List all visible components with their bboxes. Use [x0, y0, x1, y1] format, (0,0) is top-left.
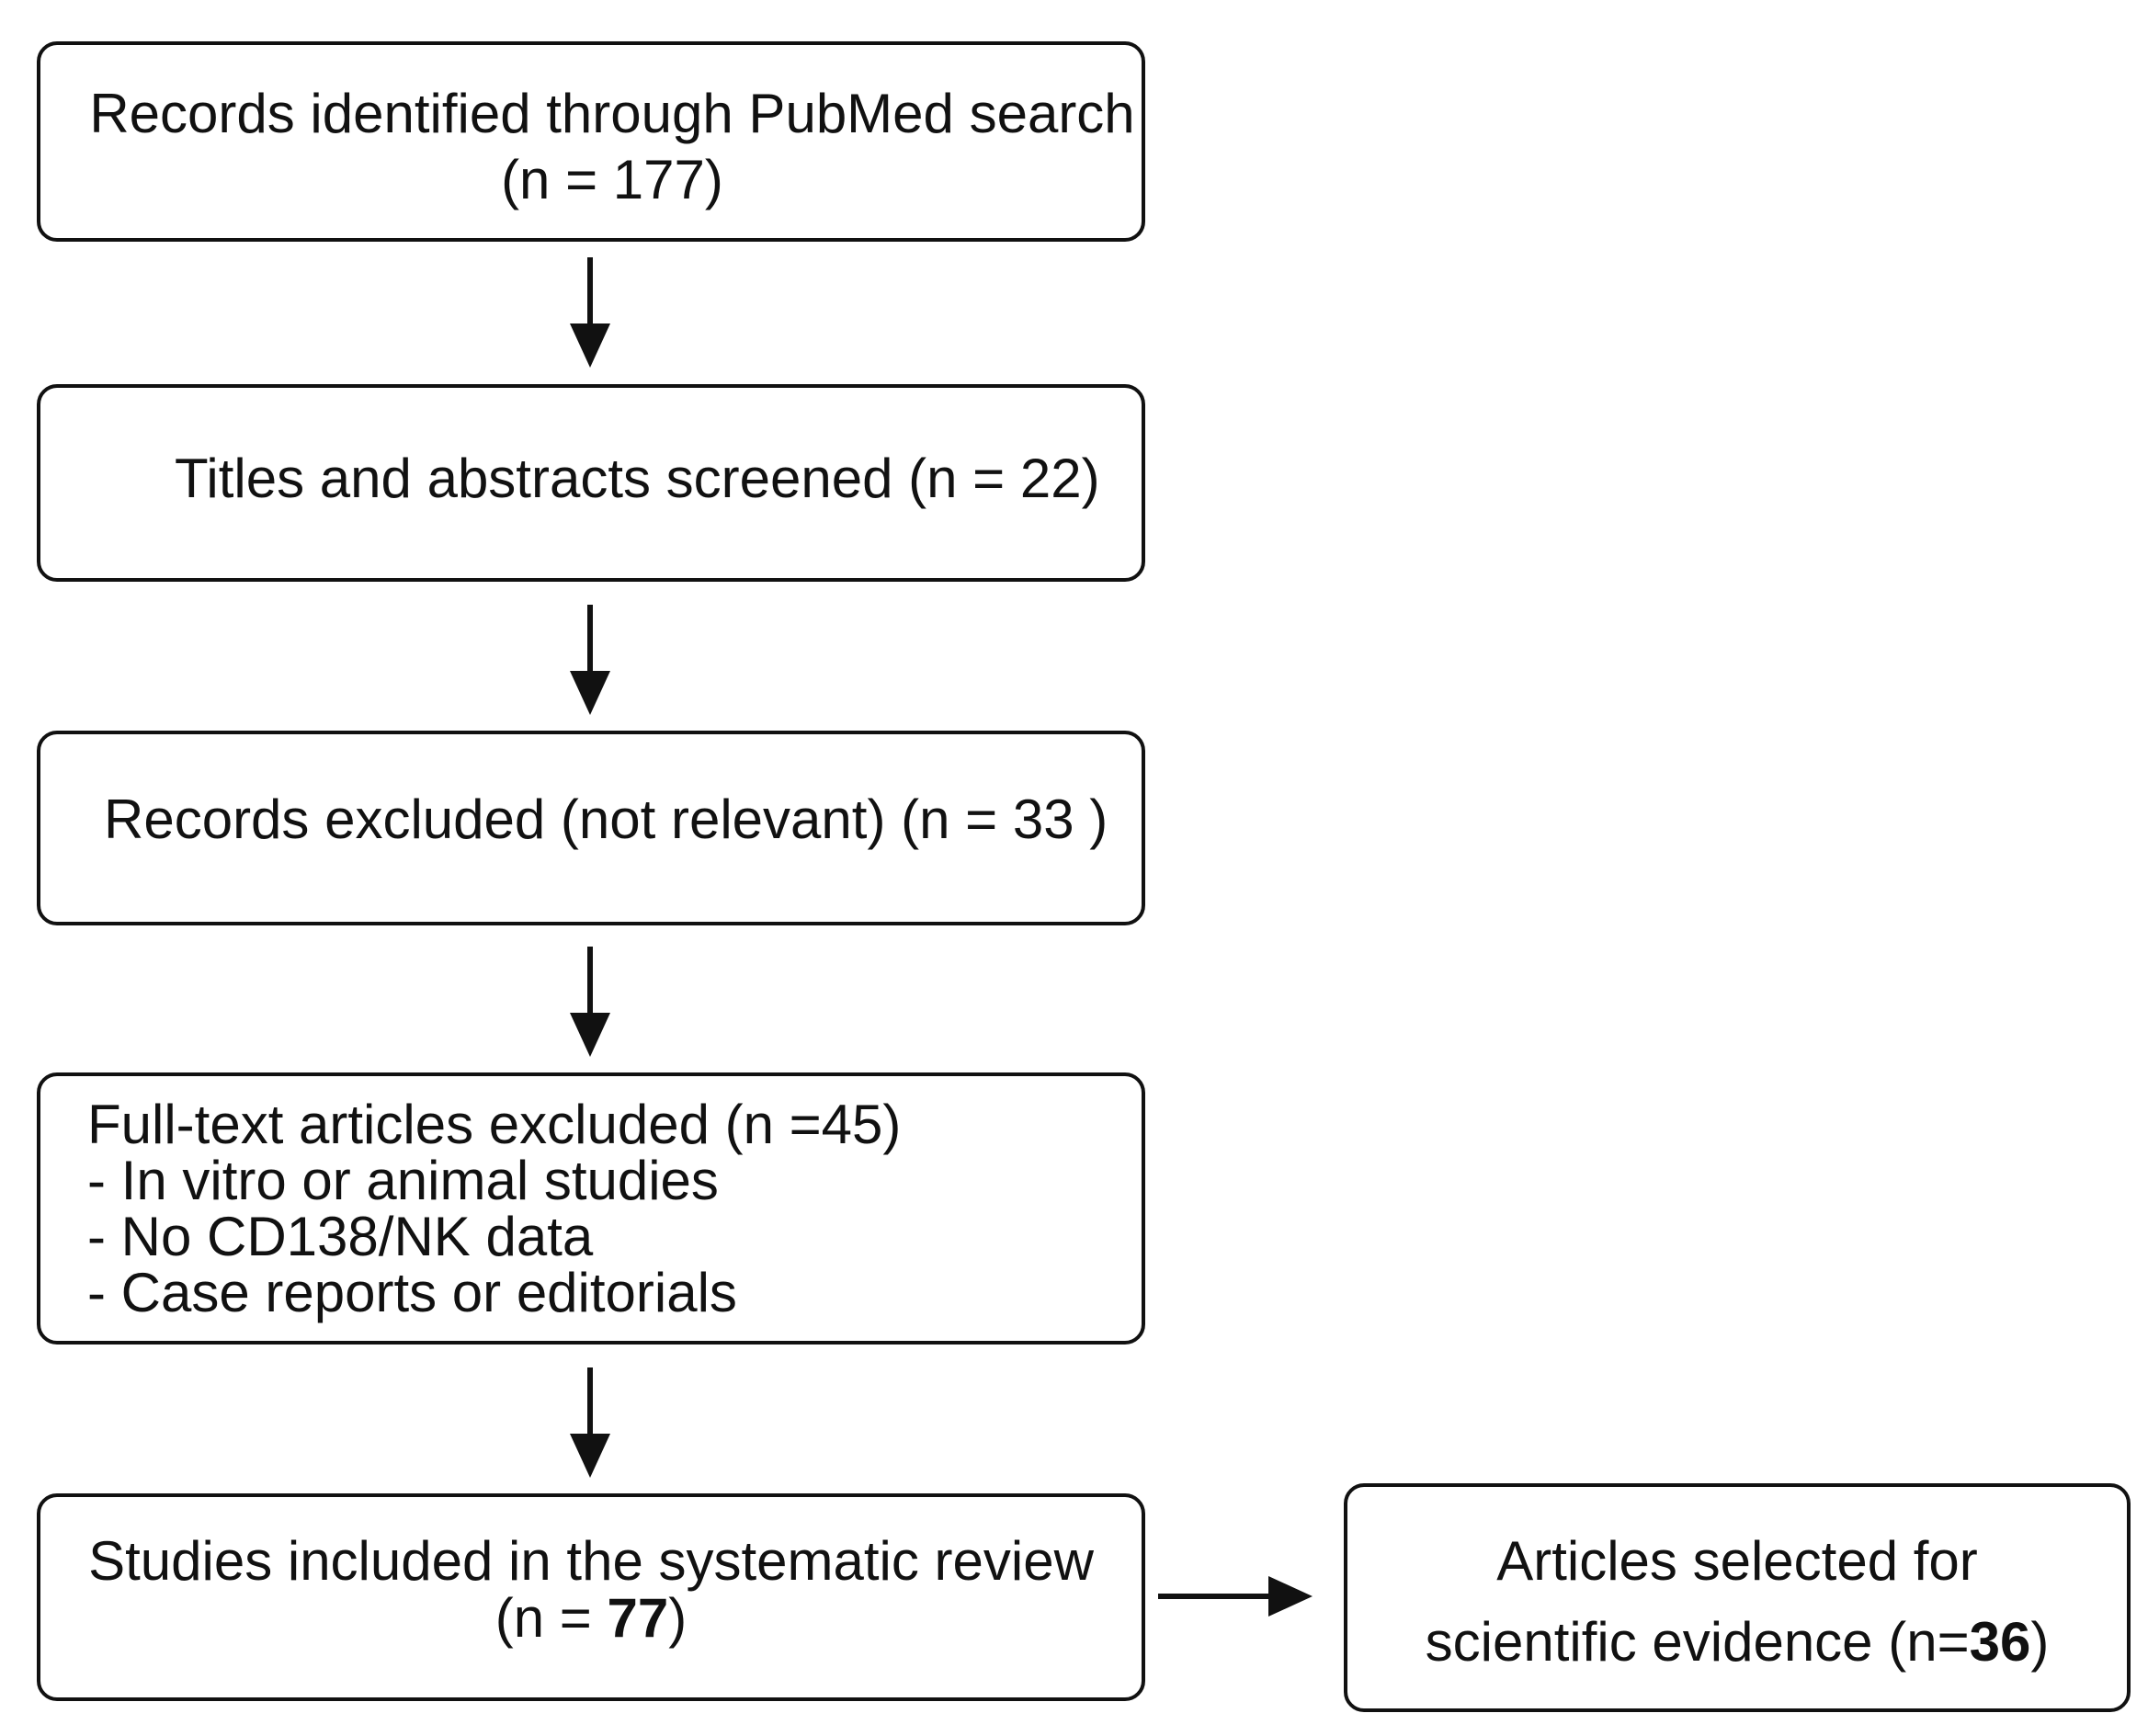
records-identified-box — [37, 41, 1145, 242]
exclusion-reason-item: - No CD138/NK data — [87, 1206, 594, 1267]
studies-included-box — [37, 1493, 1145, 1701]
titles-screened-label: Titles and abstracts screened (n = 22) — [175, 448, 1100, 509]
titles-screened-box — [37, 384, 1145, 582]
studies-included-text: Studies included in the systematic revie… — [37, 1533, 1145, 1647]
records-excluded-box — [37, 731, 1145, 925]
records-identified-count: (n = 177) — [501, 149, 723, 210]
fulltext-excluded-label: Full-text articles excluded (n =45) — [87, 1094, 902, 1155]
articles-selected-box — [1344, 1483, 2131, 1712]
articles-selected-text: Articles selected for scientific evidenc… — [1344, 1521, 2131, 1683]
records-excluded-label: Records excluded (not relevant) (n = 33 … — [104, 789, 1108, 850]
studies-included-count: (n = 77) — [494, 1587, 688, 1649]
fulltext-excluded-text: Full-text articles excluded (n =45) - In… — [87, 1096, 901, 1321]
records-identified-text: Records identified through PubMed search… — [37, 81, 1188, 213]
records-identified-label: Records identified through PubMed search — [89, 83, 1135, 144]
arrow-right-icon — [1158, 1576, 1313, 1617]
exclusion-reason-item: - Case reports or editorials — [87, 1262, 737, 1323]
arrow-down-icon — [570, 257, 610, 368]
articles-selected-label: Articles selected for — [1496, 1530, 1978, 1592]
arrow-down-icon — [570, 1367, 610, 1478]
exclusion-reason-item: - In vitro or animal studies — [87, 1150, 719, 1211]
fulltext-excluded-box — [37, 1072, 1145, 1345]
arrow-down-icon — [570, 947, 610, 1057]
studies-included-label: Studies included in the systematic revie… — [88, 1530, 1094, 1592]
arrow-down-icon — [570, 605, 610, 715]
articles-selected-count: scientific evidence (n=36) — [1425, 1611, 2050, 1673]
